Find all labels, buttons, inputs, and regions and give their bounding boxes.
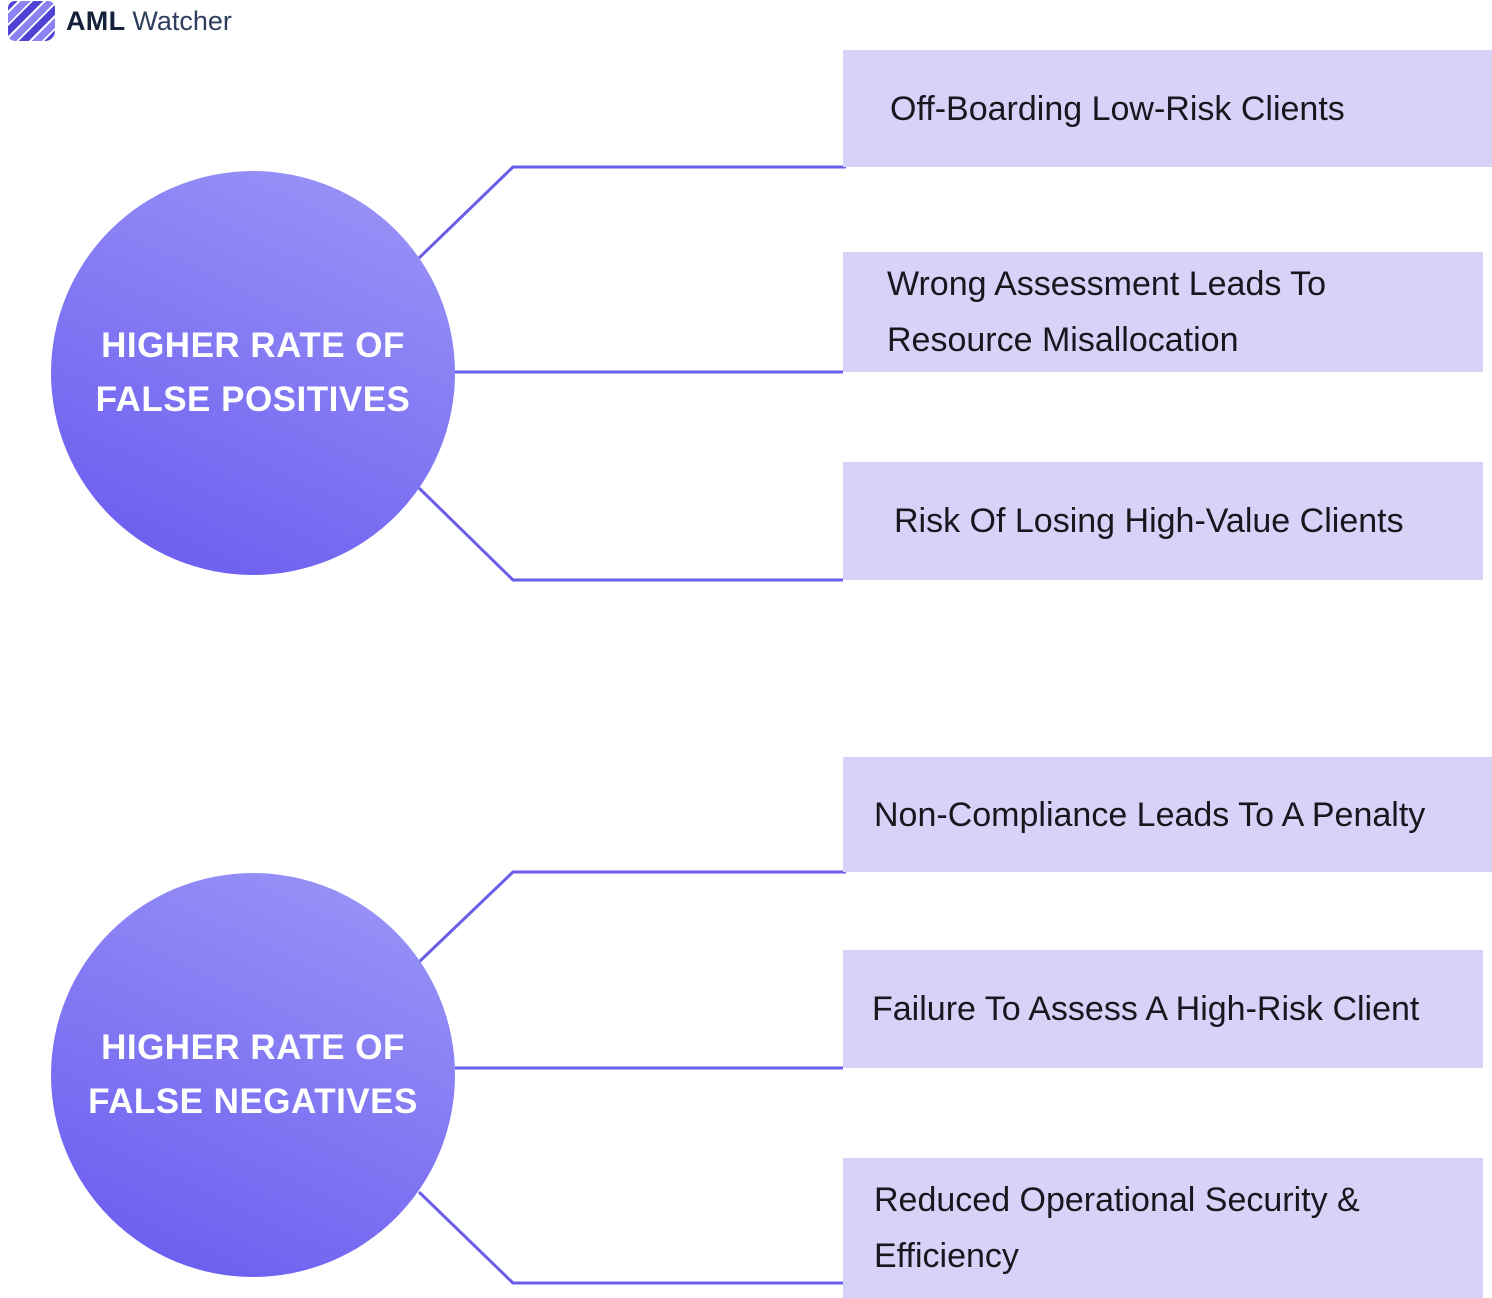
logo-text-watcher: Watcher <box>132 6 232 36</box>
leaf-box-losing-high-value-clients: Risk Of Losing High-Value Clients <box>843 462 1483 580</box>
leaf-box-text: Efficiency <box>874 1237 1019 1275</box>
leaf-box-wrong-assessment: Wrong Assessment Leads To Resource Misal… <box>843 252 1483 372</box>
connector-line-negatives-3 <box>417 1190 843 1285</box>
hub-label-line: FALSE POSITIVES <box>95 380 411 419</box>
leaf-box-off-boarding: Off-Boarding Low-Risk Clients <box>843 50 1492 167</box>
hub-label-line: FALSE NEGATIVES <box>88 1082 418 1121</box>
aml-watcher-logo-icon <box>8 1 55 41</box>
leaf-box-failure-to-assess: Failure To Assess A High-Risk Client <box>843 950 1483 1068</box>
logo-text-aml: AML <box>66 6 126 36</box>
connector-line-positives-3 <box>417 486 843 582</box>
hub-circle-false-positives: HIGHER RATE OF FALSE POSITIVES <box>51 171 455 575</box>
leaf-box-text: Reduced Operational Security & <box>874 1181 1360 1219</box>
hub-label-line: HIGHER RATE OF <box>101 326 405 365</box>
connector-line-positives-1 <box>417 165 846 260</box>
leaf-box-text: Off-Boarding Low-Risk Clients <box>890 89 1345 128</box>
leaf-box-text: Wrong Assessment Leads To <box>887 265 1327 303</box>
leaf-box-text: Failure To Assess A High-Risk Client <box>872 990 1420 1028</box>
connector-line-negatives-1 <box>417 870 846 964</box>
leaf-box-text: Resource Misallocation <box>887 321 1239 359</box>
leaf-box-reduced-operational-security: Reduced Operational Security & Efficienc… <box>843 1158 1483 1298</box>
leaf-box-text: Risk Of Losing High-Value Clients <box>894 502 1404 540</box>
hub-circle-false-negatives: HIGHER RATE OF FALSE NEGATIVES <box>51 873 455 1277</box>
leaf-box-text: Non-Compliance Leads To A Penalty <box>874 795 1426 834</box>
leaf-box-non-compliance-penalty: Non-Compliance Leads To A Penalty <box>843 757 1492 872</box>
hub-label-line: HIGHER RATE OF <box>101 1028 405 1067</box>
